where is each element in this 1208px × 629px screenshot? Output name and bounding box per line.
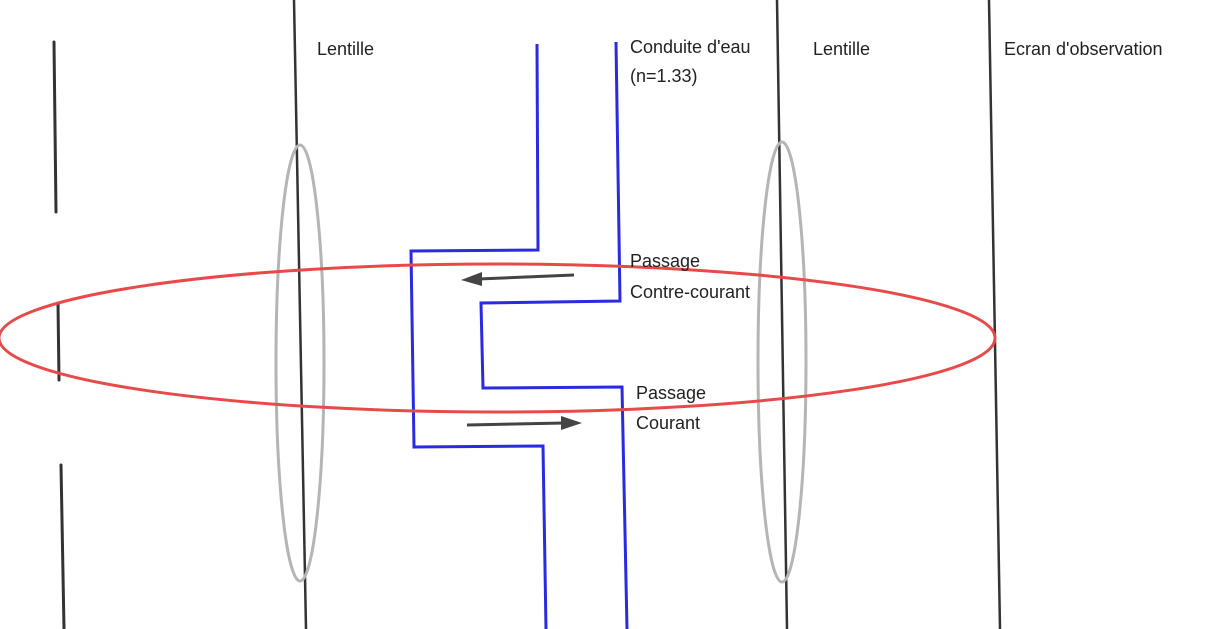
observation-screen-line — [987, 0, 1002, 629]
left-lens-label: Lentille — [317, 39, 374, 59]
right-lens-label: Lentille — [813, 39, 870, 59]
water-pipe-label: Conduite d'eau — [630, 37, 751, 57]
light-path-loop — [0, 262, 997, 414]
water-pipe-inner-wall — [479, 41, 629, 629]
water-pipe-outer-wall — [409, 43, 548, 629]
observation-screen-label: Ecran d'observation — [1004, 39, 1163, 59]
slit-screen-top-segment — [52, 40, 58, 214]
current-label: Passage — [636, 383, 706, 403]
water-pipe-index-label: (n=1.33) — [630, 66, 698, 86]
right-lens-axis — [775, 0, 789, 629]
left-lens-axis — [292, 0, 308, 629]
slit-screen — [52, 40, 66, 629]
slit-screen-middle-segment — [56, 301, 61, 382]
arrow-right-icon — [466, 416, 582, 430]
right-lens-shape — [756, 140, 808, 584]
current-label-line2: Courant — [636, 413, 700, 433]
arrow-left-icon — [461, 272, 575, 286]
water-pipe — [409, 41, 629, 629]
left-lens-shape — [274, 143, 326, 583]
counter-current-label: Passage — [630, 251, 700, 271]
counter-current-label-line2: Contre-courant — [630, 282, 750, 302]
slit-screen-bottom-segment — [59, 463, 66, 629]
